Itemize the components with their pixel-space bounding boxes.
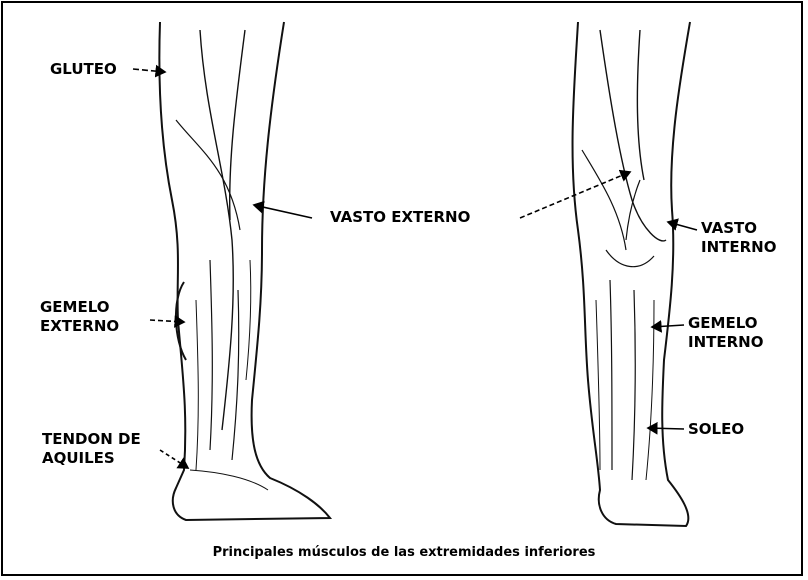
figure-caption: Principales músculos de las extremidades… xyxy=(212,545,596,560)
label-gemelo-externo: GEMELO EXTERNO xyxy=(40,298,120,335)
label-vasto-interno: VASTO INTERNO xyxy=(701,219,777,256)
label-tendon-aquiles: TENDON DE AQUILES xyxy=(42,430,141,467)
leader-arrows xyxy=(132,64,698,469)
left-leg-drawing xyxy=(158,21,333,522)
label-gluteo: GLUTEO xyxy=(50,60,117,78)
label-gemelo-interno: GEMELO INTERNO xyxy=(688,314,764,351)
label-vasto-externo: VASTO EXTERNO xyxy=(330,208,471,226)
right-leg-drawing xyxy=(571,21,691,528)
label-soleo: SOLEO xyxy=(688,420,745,438)
